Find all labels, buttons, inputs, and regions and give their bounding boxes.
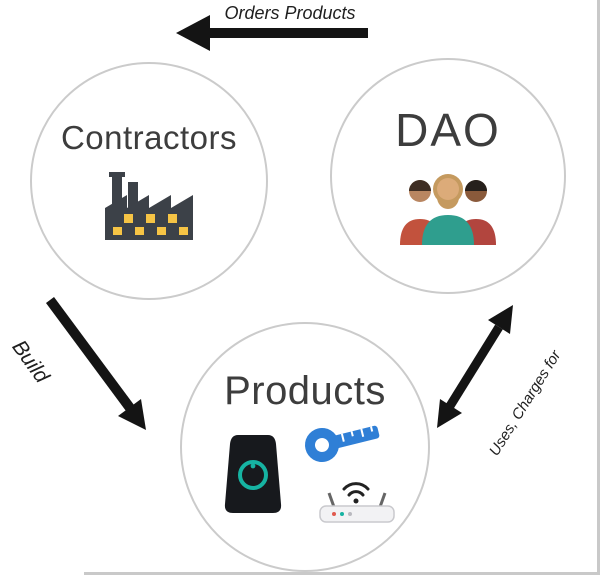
- smart-speaker-icon: [224, 434, 281, 513]
- orders-products-label: Orders Products: [224, 3, 356, 23]
- products-node: Products: [180, 322, 430, 572]
- scan-edge-bottom: [84, 572, 600, 575]
- factory-windows: [113, 213, 188, 235]
- contractors-label: Contractors: [60, 118, 238, 156]
- factory-icon: [105, 171, 193, 240]
- orders-products-arrow: [176, 15, 368, 51]
- router-icon: [318, 491, 395, 523]
- people-group-icon: [400, 174, 496, 245]
- measuring-tape-icon: [304, 425, 379, 462]
- dao-label: DAO: [395, 104, 501, 156]
- wifi-icon: [342, 481, 369, 503]
- build-arrow: [45, 297, 146, 430]
- scan-edge-right: [597, 0, 600, 575]
- dao-node: DAO: [330, 58, 566, 294]
- contractors-node: Contractors: [30, 62, 268, 300]
- devices-icon: [224, 425, 395, 523]
- person-center: [422, 174, 474, 245]
- products-label: Products: [224, 368, 386, 413]
- uses-charges-double-arrow: [437, 305, 513, 428]
